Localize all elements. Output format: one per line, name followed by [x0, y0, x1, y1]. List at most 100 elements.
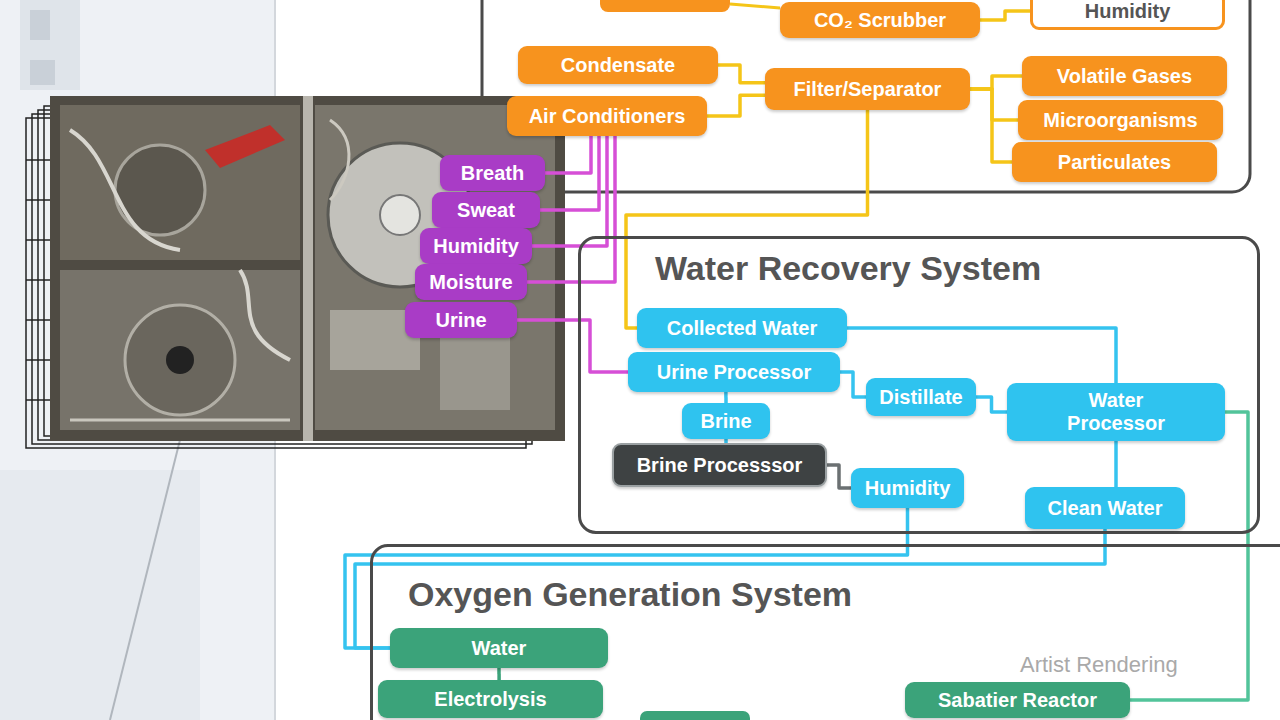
- illustration-part: [115, 145, 205, 235]
- process-pill: Brine: [682, 403, 770, 439]
- group-title: Oxygen Generation System: [408, 575, 852, 614]
- illustration-part: [26, 159, 50, 161]
- illustration-part: [70, 419, 290, 422]
- process-pill: Water: [390, 628, 608, 668]
- node-label: Water: [472, 637, 527, 660]
- node-label: Condensate: [561, 54, 675, 77]
- process-pill: Humidity: [420, 228, 532, 264]
- node-label: Moisture: [429, 271, 512, 294]
- illustration-part: [20, 0, 80, 90]
- connector: [724, 392, 728, 403]
- process-pill: Particulates: [1012, 142, 1217, 182]
- illustration-part: [110, 440, 180, 720]
- illustration-part: [30, 60, 55, 85]
- illustration-part: [26, 239, 50, 241]
- node-label: Filter/Separator: [794, 78, 942, 101]
- system-group: Oxygen Generation SystemWaterElectrolysi…: [370, 544, 1280, 720]
- cut-off-pill: [640, 711, 750, 720]
- connector: [970, 89, 1012, 162]
- group-title: Water Recovery System: [655, 249, 1041, 288]
- node-label: Electrolysis: [434, 688, 546, 711]
- process-pill: CO₂ Scrubber: [780, 2, 980, 38]
- photo-stack-frames: [26, 106, 544, 448]
- connector: [626, 110, 868, 328]
- process-pill: Sabatier Reactor: [905, 682, 1130, 718]
- node-label: Microorganisms: [1043, 109, 1197, 132]
- process-pill: Microorganisms: [1018, 100, 1223, 140]
- node-label: Air Conditioners: [529, 105, 686, 128]
- illustration-part: [600, 0, 730, 12]
- illustration-part: [205, 125, 285, 168]
- illustration-part: [30, 10, 50, 40]
- node-label: Collected Water: [667, 317, 817, 340]
- process-pill: Air Conditioners: [507, 96, 707, 136]
- process-pill: Urine Processor: [628, 352, 840, 392]
- node-label: Humidity: [1085, 0, 1171, 23]
- node-label: Breath: [461, 162, 524, 185]
- connector: [517, 320, 628, 372]
- connector: [540, 136, 599, 210]
- illustration-part: [303, 96, 313, 441]
- process-pill: Breath: [440, 155, 545, 191]
- process-pill: Condensate: [518, 46, 718, 84]
- node-label: Brine Processsor: [637, 454, 803, 477]
- process-pill: Distillate: [866, 378, 976, 416]
- node-label: CO₂ Scrubber: [814, 9, 946, 32]
- illustration-part: [26, 319, 50, 321]
- node-label: Sabatier Reactor: [938, 689, 1097, 712]
- illustration-part: [26, 279, 50, 281]
- connector: [345, 508, 908, 648]
- illustration-part: [240, 270, 290, 360]
- process-pill: Sweat: [432, 192, 540, 228]
- connector: [497, 668, 501, 680]
- illustration-part: [166, 346, 194, 374]
- node-label: Urine Processor: [657, 361, 812, 384]
- process-pill: Filter/Separator: [765, 68, 970, 110]
- illustration-part: [26, 359, 50, 361]
- connector: [532, 136, 607, 246]
- illustration-part: [60, 105, 300, 260]
- connector: [707, 95, 765, 116]
- illustration-part: [70, 130, 180, 250]
- illustration-part: [0, 470, 200, 720]
- node-label: Water Processor: [1046, 389, 1186, 435]
- process-pill: Water Processor: [1007, 383, 1225, 441]
- connector: [970, 76, 1022, 89]
- illustration-part: [50, 96, 565, 441]
- illustration-part: [730, 4, 780, 8]
- node-label: Urine: [435, 309, 486, 332]
- connector: [545, 136, 591, 173]
- node-label: Humidity: [865, 477, 951, 500]
- process-pill: Electrolysis: [378, 680, 603, 718]
- node-label: Particulates: [1058, 151, 1171, 174]
- process-pill: Urine: [405, 302, 517, 338]
- node-label: Volatile Gases: [1057, 65, 1192, 88]
- illustration-part: [60, 270, 300, 430]
- illustration-part: [125, 305, 235, 415]
- connector: [847, 328, 1116, 383]
- illustration-part: [315, 105, 555, 430]
- illustration-part: [380, 195, 420, 235]
- station-rack-photo: [50, 96, 565, 441]
- node-label: Sweat: [457, 199, 515, 222]
- connector: [840, 372, 866, 397]
- process-pill: Brine Processsor: [612, 443, 827, 487]
- node-label: Brine: [700, 410, 751, 433]
- connector: [1114, 441, 1118, 487]
- watermark: Artist Rendering: [1020, 652, 1178, 678]
- connector: [976, 397, 1007, 412]
- illustration-part: [26, 199, 50, 201]
- process-pill: Volatile Gases: [1022, 56, 1227, 96]
- node-label: Distillate: [879, 386, 962, 409]
- process-pill: Clean Water: [1025, 487, 1185, 529]
- illustration-part: [44, 106, 544, 436]
- connector: [718, 65, 765, 83]
- connector: [970, 89, 1018, 120]
- node-label: Clean Water: [1048, 497, 1163, 520]
- illustration-part: [26, 399, 50, 401]
- illustration-part: [330, 120, 349, 200]
- process-pill: Collected Water: [637, 308, 847, 348]
- process-pill: Humidity: [1030, 0, 1225, 30]
- node-label: Humidity: [433, 235, 519, 258]
